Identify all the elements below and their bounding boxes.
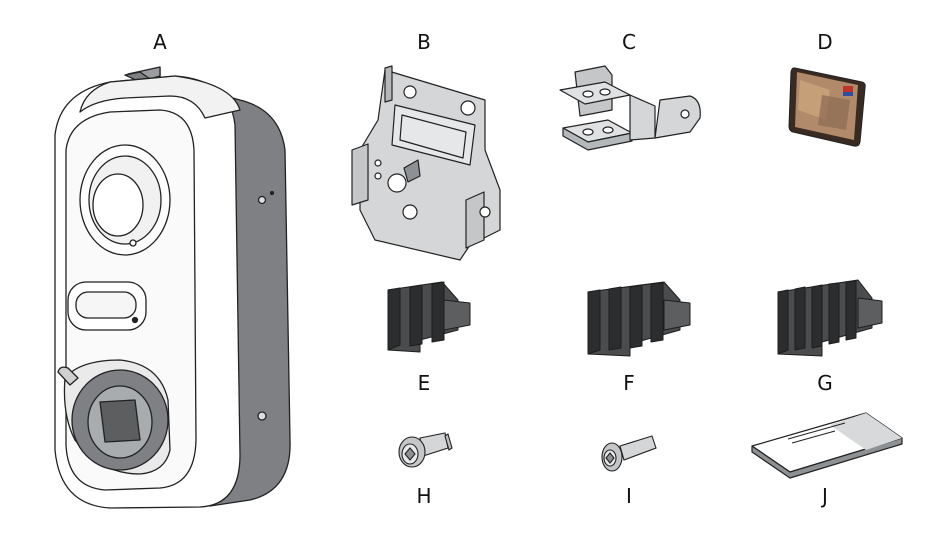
label-i: I	[626, 484, 632, 508]
label-a: A	[153, 30, 167, 54]
connector-f	[587, 281, 691, 357]
connector-g	[777, 279, 883, 357]
screw-h	[398, 432, 453, 468]
angle-bracket	[559, 65, 701, 151]
connector-e	[387, 281, 471, 353]
label-e: E	[417, 371, 431, 395]
label-g: G	[817, 371, 833, 395]
rfid-card	[788, 67, 866, 147]
label-h: H	[416, 484, 432, 508]
documentation-booklet	[751, 412, 903, 479]
label-d: D	[817, 30, 833, 54]
wall-mounting-bracket	[351, 65, 501, 261]
screw-i	[601, 435, 657, 472]
label-c: C	[622, 30, 636, 54]
label-b: B	[417, 30, 431, 54]
label-j: J	[822, 484, 828, 508]
charging-station-housing	[54, 66, 291, 509]
label-f: F	[623, 371, 635, 395]
